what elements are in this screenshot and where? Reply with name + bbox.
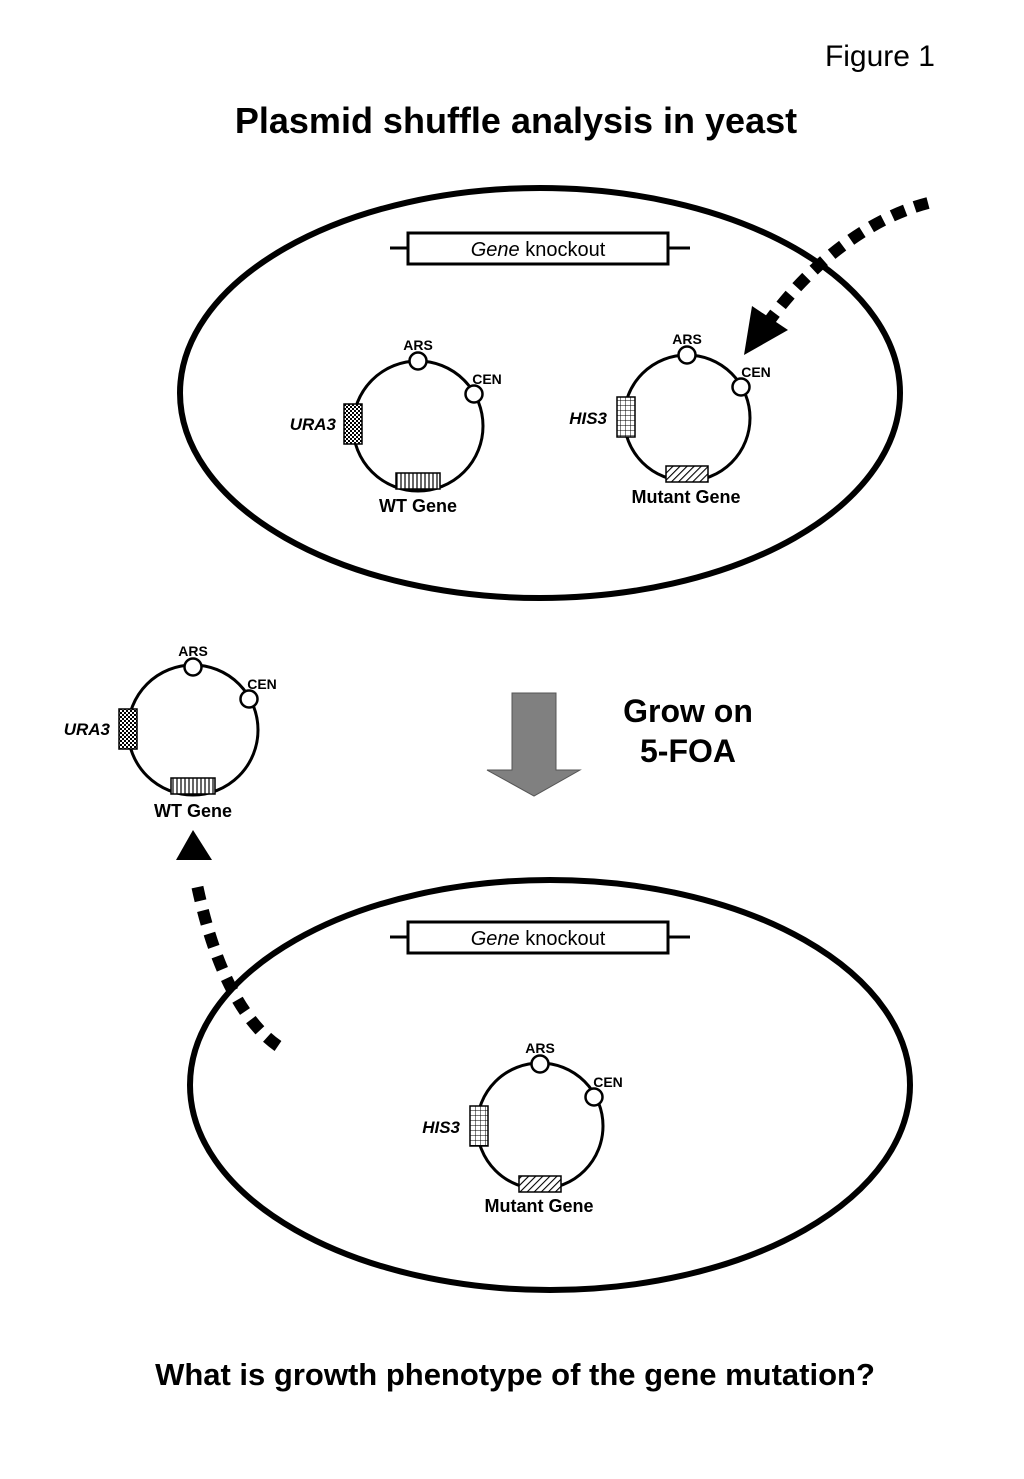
- ars-origin: [183, 657, 203, 677]
- yeast-cell-after: Gene knockout ARS CEN HIS3 Mutant Gene: [187, 877, 913, 1293]
- gene-knockout-top: Gene knockout: [390, 231, 690, 266]
- plasmid-loss-arrow: [176, 830, 282, 1051]
- gene-knockout-label-bottom: Gene knockout: [471, 928, 606, 950]
- his3-marker: [616, 396, 636, 438]
- ars-origin: [530, 1054, 550, 1074]
- ura3-label: URA3: [64, 720, 111, 739]
- ars-label: ARS: [178, 643, 208, 659]
- cen-element: [731, 377, 751, 397]
- question-text: What is growth phenotype of the gene mut…: [155, 1357, 875, 1392]
- wt-gene-label: WT Gene: [379, 496, 457, 516]
- grow-on-label: Grow on: [623, 693, 753, 729]
- his3-label: HIS3: [569, 409, 607, 428]
- gene-knockout-bottom: Gene knockout: [390, 920, 690, 955]
- ars-origin: [677, 345, 697, 365]
- mutant-gene-label: Mutant Gene: [484, 1196, 593, 1216]
- wt-gene-label: WT Gene: [154, 801, 232, 821]
- ura3-marker: [343, 403, 363, 445]
- diagram-title: Plasmid shuffle analysis in yeast: [235, 100, 797, 141]
- mutant-gene-block: [665, 465, 709, 483]
- cen-label: CEN: [247, 676, 277, 692]
- wt-gene-block: [395, 472, 441, 490]
- mutant-plasmid-top: ARS CEN HIS3 Mutant Gene: [569, 331, 771, 507]
- wt-plasmid-top: ARS CEN URA3 WT Gene: [290, 337, 502, 516]
- foa-label: 5-FOA: [640, 733, 736, 769]
- his3-label: HIS3: [422, 1118, 460, 1137]
- yeast-cell-before: Gene knockout ARS CEN URA3 WT Gene ARS C…: [177, 185, 903, 601]
- ars-label: ARS: [672, 331, 702, 347]
- his3-marker: [469, 1105, 489, 1147]
- ura3-marker: [118, 708, 138, 750]
- mutant-gene-block: [518, 1175, 562, 1193]
- ura3-label: URA3: [290, 415, 337, 434]
- grow-step: Grow on 5-FOA: [486, 692, 753, 797]
- cen-label: CEN: [741, 364, 771, 380]
- arrow-head-out: [176, 830, 212, 860]
- gene-knockout-label-top: Gene knockout: [471, 239, 606, 261]
- cell-outline-top: [177, 185, 903, 601]
- ars-origin: [408, 351, 428, 371]
- wt-plasmid-lost: ARS CEN URA3 WT Gene: [64, 643, 277, 821]
- process-arrow: [486, 692, 582, 797]
- cen-element: [464, 384, 484, 404]
- cen-label: CEN: [593, 1074, 623, 1090]
- mutant-plasmid-bottom: ARS CEN HIS3 Mutant Gene: [422, 1040, 623, 1216]
- arrow-head-in: [744, 306, 788, 355]
- ars-label: ARS: [403, 337, 433, 353]
- ars-label: ARS: [525, 1040, 555, 1056]
- cen-element: [584, 1087, 604, 1107]
- wt-gene-block: [170, 777, 216, 795]
- cen-element: [239, 689, 259, 709]
- mutant-gene-label: Mutant Gene: [631, 487, 740, 507]
- transform-in-arrow: [744, 197, 930, 355]
- cen-label: CEN: [472, 371, 502, 387]
- cell-outline-bottom: [187, 877, 913, 1293]
- figure-label: Figure 1: [825, 40, 935, 73]
